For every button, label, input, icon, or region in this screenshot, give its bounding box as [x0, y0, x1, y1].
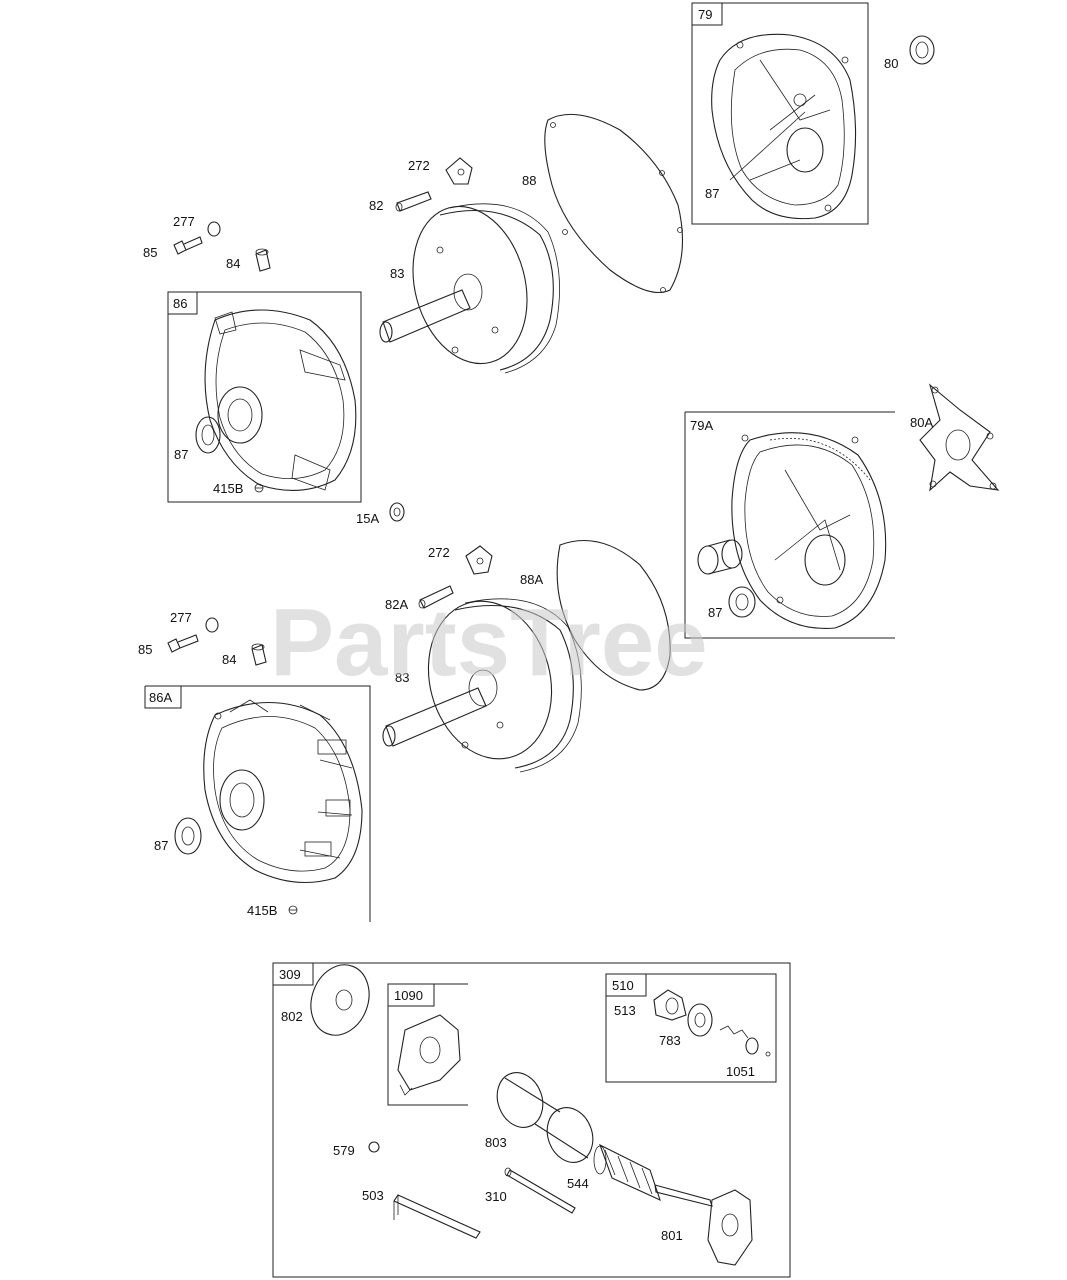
- washer-272-mid-drawing: [465, 545, 493, 575]
- strap-503-drawing: [393, 1194, 481, 1239]
- callout-277-top[interactable]: 277: [173, 214, 195, 229]
- group-label-510: 510: [612, 978, 634, 993]
- crankshaft-83-mid-drawing: [382, 598, 582, 773]
- group-label-309: 309: [279, 967, 301, 982]
- plate-80A-drawing: [919, 383, 1000, 492]
- callout-84-mid[interactable]: 84: [222, 652, 236, 667]
- bushing-79A-drawing: [697, 539, 743, 575]
- drive-513-drawing: [653, 989, 687, 1021]
- brush-holder-1090-drawing: [397, 1014, 461, 1096]
- crankcase-86A-drawing: [203, 699, 363, 884]
- bolt-310-drawing: [504, 1167, 576, 1214]
- callout-503[interactable]: 503: [362, 1188, 384, 1203]
- armature-544-drawing: [593, 1143, 713, 1207]
- callout-84-top[interactable]: 84: [226, 256, 240, 271]
- group-79A-box: 79A: [684, 411, 895, 639]
- seal-87-79A-drawing: [728, 586, 756, 618]
- group-label-79A: 79A: [690, 418, 713, 433]
- housing-803-drawing: [496, 1072, 594, 1163]
- group-1090-box: 1090: [387, 983, 468, 1106]
- pin-82A-drawing: [418, 585, 454, 609]
- callout-87-86A[interactable]: 87: [154, 838, 168, 853]
- end-cap-802-drawing: [310, 964, 370, 1036]
- callout-1051[interactable]: 1051: [726, 1064, 755, 1079]
- callout-579[interactable]: 579: [333, 1143, 355, 1158]
- plug-84-mid-drawing: [251, 643, 267, 666]
- callout-544[interactable]: 544: [567, 1176, 589, 1191]
- group-label-86: 86: [173, 296, 187, 311]
- spring-1051-drawing: [719, 1025, 771, 1057]
- callout-272-mid[interactable]: 272: [428, 545, 450, 560]
- callout-802[interactable]: 802: [281, 1009, 303, 1024]
- washer-272-top-drawing: [445, 157, 473, 185]
- callout-85-top[interactable]: 85: [143, 245, 157, 260]
- callout-415B-86[interactable]: 415B: [213, 481, 243, 496]
- leader-87-79: [729, 111, 806, 181]
- callout-801[interactable]: 801: [661, 1228, 683, 1243]
- callout-15A[interactable]: 15A: [356, 511, 379, 526]
- group-label-79: 79: [698, 7, 712, 22]
- end-cap-801-drawing: [707, 1189, 753, 1266]
- pin-82-drawing: [395, 191, 432, 212]
- group-79-box: 79: [691, 2, 869, 225]
- group-309-box: 309: [272, 962, 791, 1278]
- bolt-85-mid-drawing: [167, 634, 199, 653]
- washer-277-top-drawing: [207, 221, 221, 237]
- bolt-85-top-drawing: [173, 236, 203, 255]
- callout-87-86[interactable]: 87: [174, 447, 188, 462]
- callout-783[interactable]: 783: [659, 1033, 681, 1048]
- plug-84-top-drawing: [255, 248, 271, 272]
- callout-88[interactable]: 88: [522, 173, 536, 188]
- watermark-text: PartsTree: [270, 589, 708, 696]
- callout-415B-86A[interactable]: 415B: [247, 903, 277, 918]
- nut-579-drawing: [368, 1141, 380, 1153]
- seal-87-86A-drawing: [174, 817, 202, 855]
- group-label-1090: 1090: [394, 988, 423, 1003]
- callout-272-top[interactable]: 272: [408, 158, 430, 173]
- callout-82[interactable]: 82: [369, 198, 383, 213]
- callout-83-top[interactable]: 83: [390, 266, 404, 281]
- crankcase-cover-drawing: [711, 33, 857, 220]
- callout-83-mid[interactable]: 83: [395, 670, 409, 685]
- group-label-86A: 86A: [149, 690, 172, 705]
- callout-803[interactable]: 803: [485, 1135, 507, 1150]
- kit-icon-415B-86A: [288, 905, 298, 915]
- kit-icon-415B-86: [254, 483, 264, 493]
- callout-80[interactable]: 80: [884, 56, 898, 71]
- pinion-783-drawing: [687, 1003, 713, 1037]
- seal-87-86-drawing: [195, 416, 221, 454]
- seal-80-drawing: [909, 35, 935, 65]
- group-510-box: 510: [605, 973, 777, 1083]
- crankcase-cover-79A-drawing: [731, 432, 887, 629]
- gasket-88-drawing: [544, 113, 684, 294]
- callout-513[interactable]: 513: [614, 1003, 636, 1018]
- callout-87-79A[interactable]: 87: [708, 605, 722, 620]
- callout-82A[interactable]: 82A: [385, 597, 408, 612]
- callout-80A[interactable]: 80A: [910, 415, 933, 430]
- crankcase-86-drawing: [204, 309, 357, 491]
- callout-85-mid[interactable]: 85: [138, 642, 152, 657]
- gasket-88A-drawing: [556, 539, 671, 691]
- fitting-15A-drawing: [389, 502, 405, 522]
- group-86-box: 86: [167, 291, 362, 503]
- group-86A-box: 86A: [144, 685, 371, 922]
- washer-277-mid-drawing: [205, 617, 219, 633]
- callout-310[interactable]: 310: [485, 1189, 507, 1204]
- callout-88A[interactable]: 88A: [520, 572, 543, 587]
- callout-277-mid[interactable]: 277: [170, 610, 192, 625]
- callout-87-79[interactable]: 87: [705, 186, 719, 201]
- crankshaft-83-top-drawing: [379, 203, 560, 374]
